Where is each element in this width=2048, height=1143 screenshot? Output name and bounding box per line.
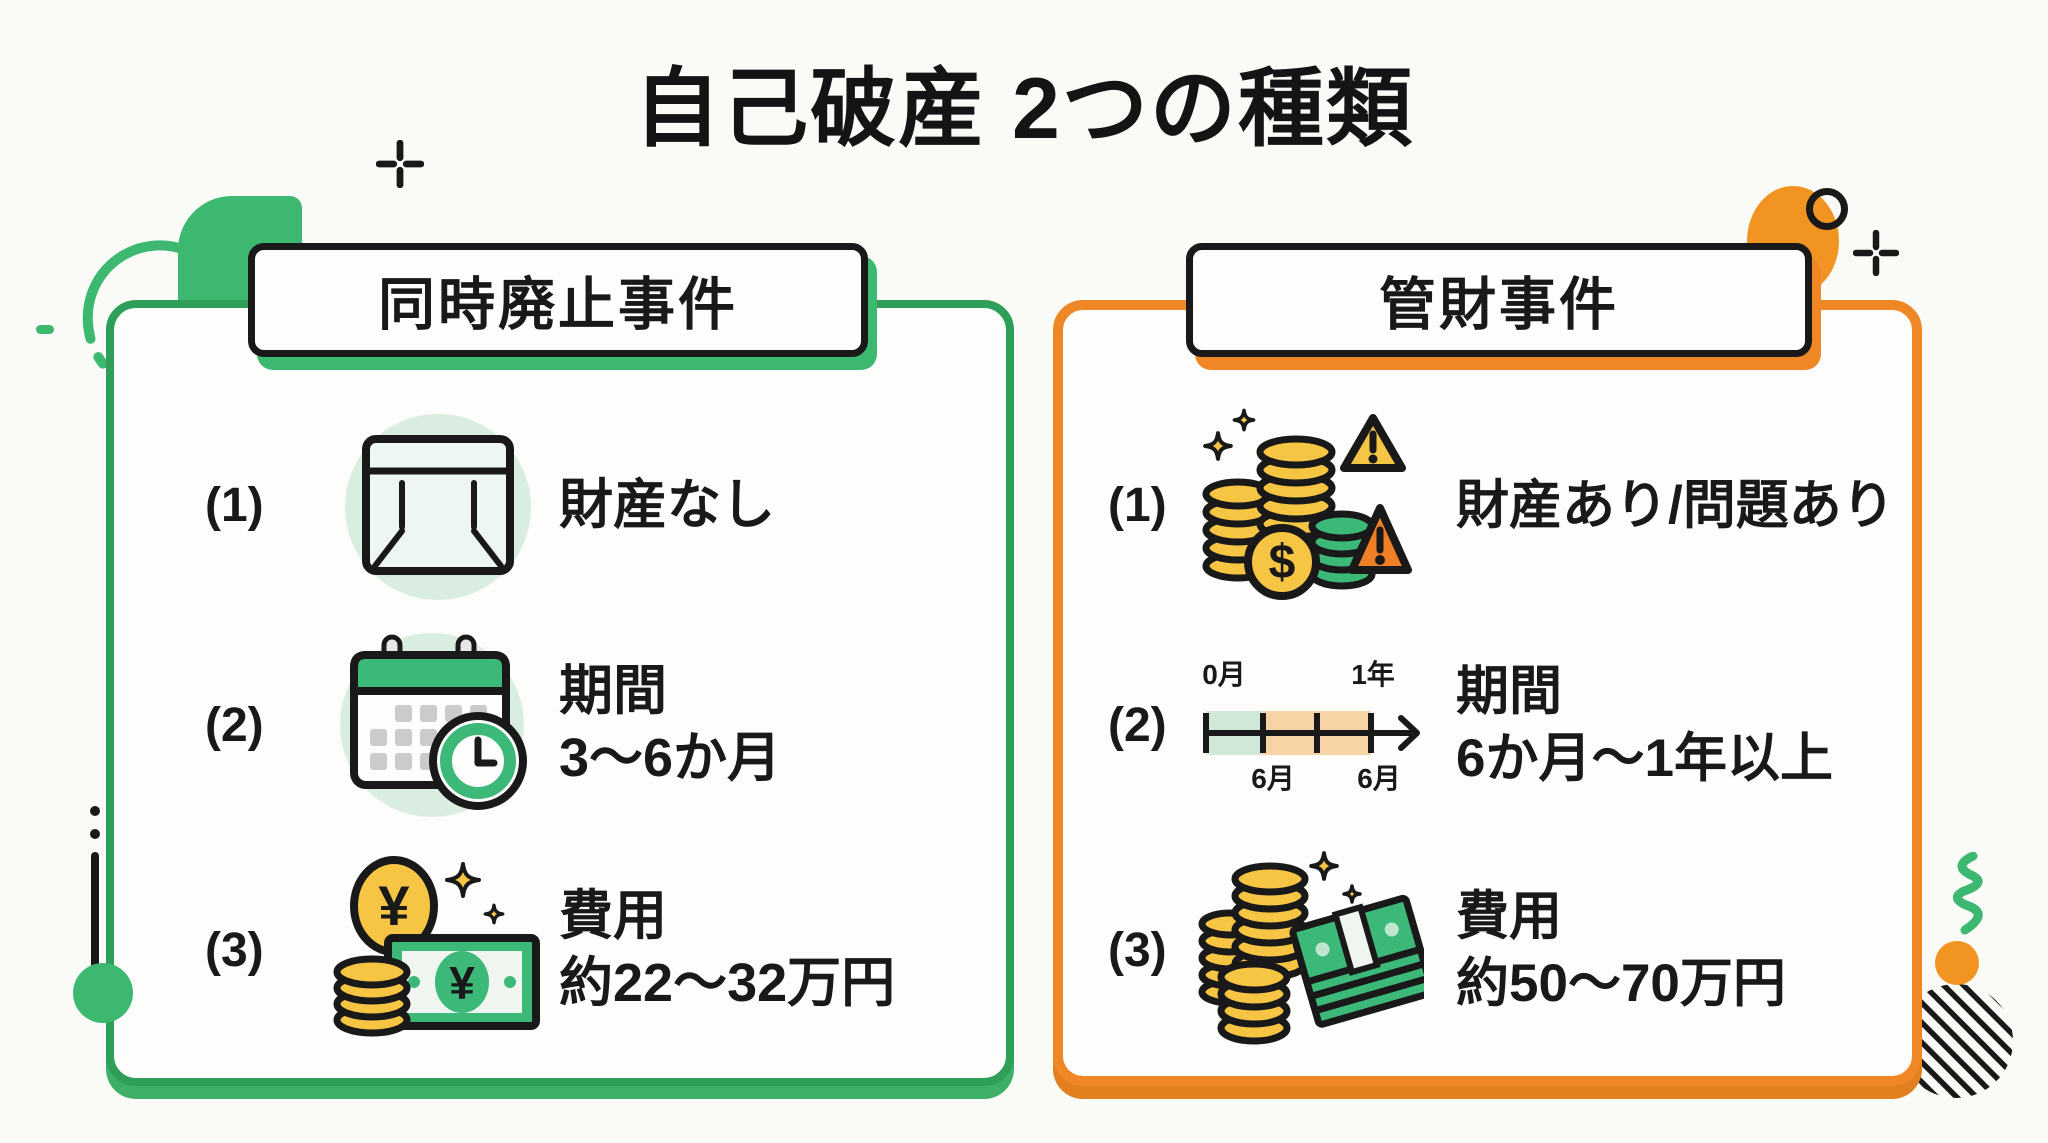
header-label: 同時廃止事件 <box>378 273 738 337</box>
yen-cash-icon: ¥ ¥ <box>333 856 540 1037</box>
item-number: (2) <box>205 698 264 752</box>
orange-circle-decoration <box>1935 941 1979 985</box>
timeline-end-label: 1年 <box>1351 658 1395 690</box>
icon-cell <box>323 627 553 823</box>
green-squiggle-decoration <box>1953 852 1983 935</box>
striped-circle-decoration <box>1899 984 2013 1098</box>
svg-text:$: $ <box>1269 536 1296 589</box>
timeline-start-label: 0月 <box>1202 659 1246 690</box>
item-label: 期間 3〜6か月 <box>559 661 782 788</box>
empty-box-icon <box>345 414 531 600</box>
list-item-no-assets: (1) 財産なし <box>205 405 775 605</box>
header-simultaneous-abolition: 同時廃止事件 <box>248 243 868 357</box>
item-number: (1) <box>205 478 264 532</box>
list-item-cost: (3) ¥ ¥ 費用 <box>205 850 895 1050</box>
green-dash-decoration <box>36 325 54 334</box>
list-item-period: (2) 期間 3〜6か月 <box>205 625 781 825</box>
list-item-period: (2) 0月 1年 6月 6月 期間 6か月〜1年以上 <box>1108 625 1833 825</box>
item-label: 財産あり/問題あり <box>1456 475 1895 535</box>
item-number: (2) <box>1108 698 1167 752</box>
svg-text:¥: ¥ <box>449 957 475 1009</box>
icon-cell <box>1188 844 1428 1056</box>
item-number: (3) <box>205 923 264 977</box>
plus-sparkle-icon <box>1853 230 1899 276</box>
plus-sparkle-icon <box>376 140 424 188</box>
page-title: 自己破産 2つの種類 <box>634 61 1414 157</box>
calendar-clock-icon <box>340 633 527 817</box>
item-label: 期間 6か月〜1年以上 <box>1456 662 1833 788</box>
timeline-icon: 0月 1年 6月 6月 <box>1202 658 1420 794</box>
item-label: 財産なし <box>559 474 775 535</box>
icon-cell: $ <box>1188 404 1428 606</box>
header-label: 管財事件 <box>1379 273 1619 337</box>
dotted-line-decoration <box>90 806 100 978</box>
icon-cell <box>323 405 553 605</box>
svg-text:¥: ¥ <box>378 874 409 937</box>
icon-cell: 0月 1年 6月 6月 <box>1188 654 1428 796</box>
list-item-assets-problem: (1) <box>1108 405 1895 605</box>
item-label: 費用 約22〜32万円 <box>559 886 896 1013</box>
icon-cell: ¥ ¥ <box>323 852 553 1048</box>
header-trustee-case: 管財事件 <box>1186 243 1812 357</box>
item-label: 費用 約50〜70万円 <box>1456 887 1786 1013</box>
timeline-mid-label: 6月 <box>1251 763 1295 794</box>
green-circle-decoration <box>73 963 133 1023</box>
coins-bills-icon <box>1198 851 1424 1045</box>
ring-icon <box>1806 188 1848 230</box>
item-number: (1) <box>1108 478 1167 532</box>
coins-warning-icon: $ <box>1202 408 1412 600</box>
panel-trustee-case <box>1053 300 1922 1086</box>
list-item-cost: (3) <box>1108 850 1786 1050</box>
item-number: (3) <box>1108 923 1167 977</box>
timeline-late-label: 6月 <box>1357 763 1401 794</box>
